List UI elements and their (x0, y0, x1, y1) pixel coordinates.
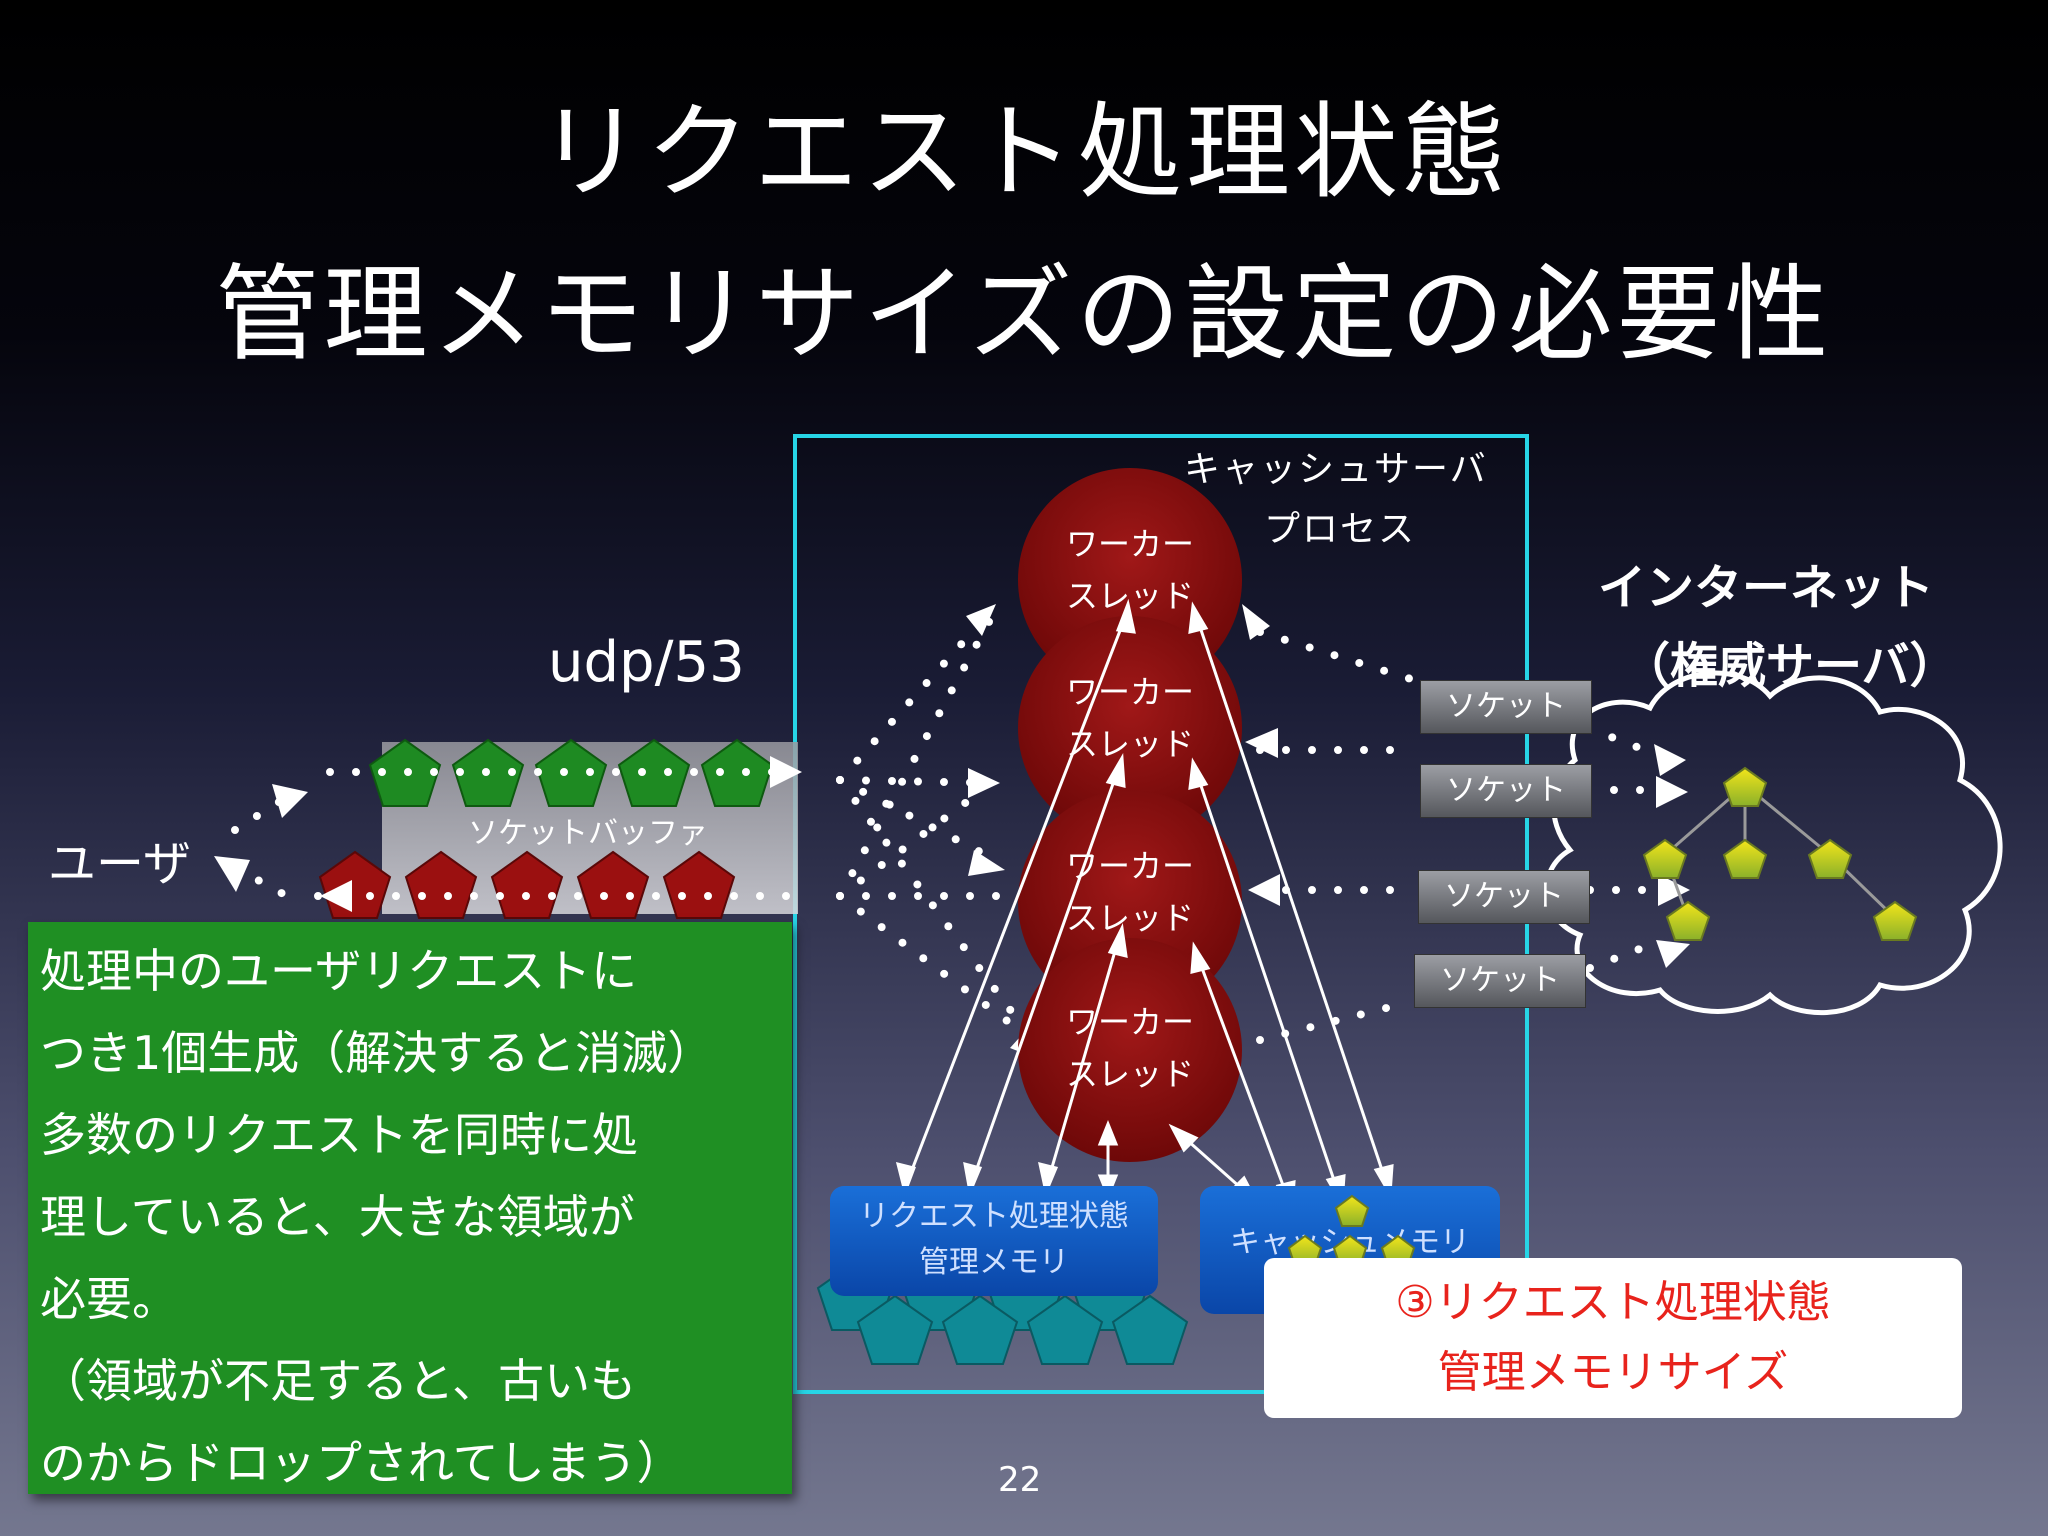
internet-label-2: （権威サーバ） (1622, 638, 1958, 694)
request-memory-label-line1: リクエスト処理状態 (859, 1199, 1129, 1234)
request-memory-label-line2: 管理メモリ (919, 1245, 1069, 1280)
slide-title-line1: リクエスト処理状態 (537, 91, 1510, 213)
worker-thread-label-line1: ワーカー (1066, 847, 1195, 885)
worker-thread-label-line1: ワーカー (1066, 673, 1195, 711)
dotted-flows (231, 608, 1654, 1054)
cache-server-label-1: キャッシュサーバ (1184, 449, 1488, 490)
worker-thread-label-line2: スレッド (1066, 577, 1195, 615)
authoritative-servers (1642, 766, 1918, 941)
socket-1: ソケット (1420, 680, 1592, 734)
worker-thread-4-label: ワーカー スレッド (1066, 996, 1206, 1100)
worker-threads (1018, 468, 1242, 1162)
worker-thread-1-label: ワーカー スレッド (1066, 518, 1206, 622)
socket-4: ソケット (1414, 954, 1586, 1008)
callout-box: ③リクエスト処理状態 管理メモリサイズ (1264, 1258, 1962, 1418)
worker-thread-4 (1018, 938, 1242, 1162)
udp-port-label: udp/53 (548, 630, 745, 695)
socket-buffer-label: ソケットバッファ (468, 816, 708, 851)
slide-title-line2: 管理メモリサイズの設定の必要性 (215, 253, 1833, 375)
worker-thread-2 (1018, 616, 1242, 840)
request-state-memory: リクエスト処理状態 管理メモリ (830, 1186, 1158, 1296)
request-state-note: 処理中のユーザリクエストに つき1個生成（解決すると消滅） 多数のリクエストを同… (28, 922, 792, 1494)
socket-2: ソケット (1420, 764, 1592, 818)
callout-line2: 管理メモリサイズ (1437, 1347, 1789, 1398)
user-label: ユーザ (48, 836, 192, 892)
worker-thread-label-line2: スレッド (1066, 1055, 1195, 1093)
worker-thread-label-line1: ワーカー (1066, 525, 1195, 563)
page-number: 22 (998, 1460, 1042, 1500)
internet-cloud (1544, 670, 2003, 1016)
callout-line1: ③リクエスト処理状態 (1395, 1277, 1831, 1328)
socket-3: ソケット (1418, 870, 1590, 924)
worker-thread-label-line2: スレッド (1066, 725, 1195, 763)
worker-thread-2-label: ワーカー スレッド (1066, 666, 1206, 770)
cache-server-label-2: プロセス (1264, 509, 1417, 550)
worker-thread-label-line1: ワーカー (1066, 1003, 1195, 1041)
internet-label-1: インターネット (1598, 560, 1935, 616)
worker-thread-3-label: ワーカー スレッド (1066, 840, 1206, 944)
worker-thread-label-line2: スレッド (1066, 899, 1195, 937)
